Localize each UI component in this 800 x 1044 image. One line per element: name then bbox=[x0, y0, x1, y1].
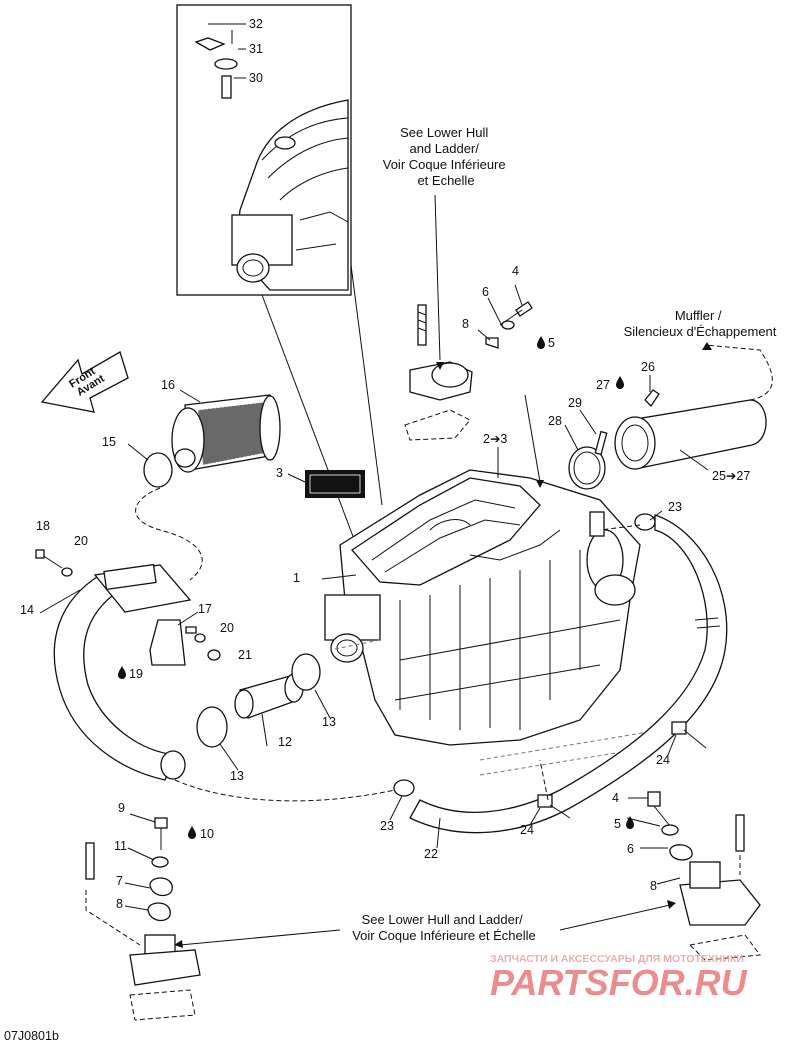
callout-13-right: 13 bbox=[322, 715, 336, 729]
callout-4-bottom: 4 bbox=[612, 791, 619, 805]
callout-24-right: 24 bbox=[656, 753, 670, 767]
washer-20b-drawing bbox=[194, 633, 206, 643]
callout-1: 1 bbox=[293, 571, 300, 585]
callout-28: 28 bbox=[548, 414, 562, 428]
top-mount-drawing bbox=[404, 301, 533, 441]
callout-11: 11 bbox=[114, 839, 127, 853]
callout-23-bottom: 23 bbox=[380, 819, 394, 833]
callout-25-27: 25➔27 bbox=[712, 469, 750, 483]
callout-4-top: 4 bbox=[512, 264, 519, 278]
front-direction-arrow: Front Avant bbox=[40, 351, 129, 413]
callout-7: 7 bbox=[116, 874, 123, 888]
note-lower-hull-bottom: See Lower Hull and Ladder/ Voir Coque In… bbox=[352, 912, 536, 943]
callout-8-bottom-left: 8 bbox=[116, 897, 123, 911]
note-lower-hull-top: See Lower Hull and Ladder/ Voir Coque In… bbox=[383, 125, 509, 188]
drop-icon bbox=[188, 826, 196, 839]
sleeve-12-drawing bbox=[234, 673, 304, 719]
clip-assembly-drawing bbox=[194, 23, 246, 99]
lower-right-mount-drawing bbox=[647, 791, 761, 961]
clamp-13b-drawing bbox=[291, 653, 321, 691]
inset-leader-line bbox=[261, 294, 361, 556]
callout-9: 9 bbox=[118, 801, 125, 815]
callout-17: 17 bbox=[198, 602, 212, 616]
leader-lines bbox=[39, 23, 712, 948]
exhaust-hose-22 bbox=[409, 514, 728, 834]
callout-labels: 32 31 30 4 6 8 5 26 27 29 28 2➔3 16 15 3… bbox=[20, 17, 750, 911]
callout-30: 30 bbox=[249, 71, 263, 85]
callout-8-top: 8 bbox=[462, 317, 469, 331]
drop-icon bbox=[537, 336, 545, 349]
muffler-drawing bbox=[614, 344, 773, 470]
callout-27: 27 bbox=[596, 378, 610, 392]
callout-8-bottom-right: 8 bbox=[650, 879, 657, 893]
callout-12: 12 bbox=[278, 735, 292, 749]
watermark: ЗАПЧАСТИ И АКСЕССУАРЫ ДЛЯ МОТОТЕХНИКИ PA… bbox=[490, 953, 748, 1003]
nut-21-drawing bbox=[207, 649, 221, 661]
callout-15: 15 bbox=[102, 435, 116, 449]
inset-engine-drawing bbox=[231, 99, 349, 291]
callout-6-bottom: 6 bbox=[627, 842, 634, 856]
bolt-18-drawing bbox=[35, 549, 73, 577]
inset-leader-line-2 bbox=[350, 264, 383, 506]
drop-icon bbox=[616, 376, 624, 389]
callout-16: 16 bbox=[161, 378, 175, 392]
callout-22: 22 bbox=[424, 847, 438, 861]
watermark-brand: PARTSFOR.RU bbox=[490, 962, 748, 1003]
callout-26: 26 bbox=[641, 360, 655, 374]
callout-23-top: 23 bbox=[668, 500, 682, 514]
fittings-drawing bbox=[393, 513, 707, 819]
note-muffler: Muffler / Silencieux d'Échappement bbox=[624, 308, 777, 339]
engine-block-drawing bbox=[324, 469, 681, 776]
routing-dashed-lines bbox=[135, 487, 641, 802]
callout-10: 10 bbox=[200, 827, 214, 841]
callout-29: 29 bbox=[568, 396, 582, 410]
callout-5-bottom: 5 bbox=[614, 817, 621, 831]
callout-24-bottom: 24 bbox=[520, 823, 534, 837]
callout-13-left: 13 bbox=[230, 769, 244, 783]
callout-31: 31 bbox=[249, 42, 263, 56]
lower-left-mount-drawing bbox=[85, 817, 201, 1021]
drop-icon bbox=[626, 816, 634, 829]
callout-20-right: 20 bbox=[220, 621, 234, 635]
callout-18: 18 bbox=[36, 519, 50, 533]
callout-5-top: 5 bbox=[548, 336, 555, 350]
clamp-15-drawing bbox=[143, 452, 173, 488]
air-filter-drawing bbox=[171, 394, 281, 473]
callout-2-3: 2➔3 bbox=[483, 432, 507, 446]
inset-detail-box bbox=[176, 4, 352, 296]
clamp-28-drawing bbox=[568, 430, 608, 490]
drop-icons bbox=[118, 336, 634, 839]
intake-tube-14 bbox=[53, 563, 197, 781]
callout-32: 32 bbox=[249, 17, 263, 31]
callout-6-top: 6 bbox=[482, 285, 489, 299]
callout-14: 14 bbox=[20, 603, 34, 617]
clamp-13a-drawing bbox=[196, 706, 228, 748]
callout-3: 3 bbox=[276, 466, 283, 480]
decal-3-drawing bbox=[305, 470, 365, 498]
drop-icon bbox=[118, 666, 126, 679]
callout-19: 19 bbox=[129, 667, 143, 681]
watermark-tagline: ЗАПЧАСТИ И АКСЕССУАРЫ ДЛЯ МОТОТЕХНИКИ bbox=[490, 953, 744, 965]
callout-20-left: 20 bbox=[74, 534, 88, 548]
figure-code: 07J0801b bbox=[4, 1029, 59, 1043]
callout-21: 21 bbox=[238, 648, 252, 662]
